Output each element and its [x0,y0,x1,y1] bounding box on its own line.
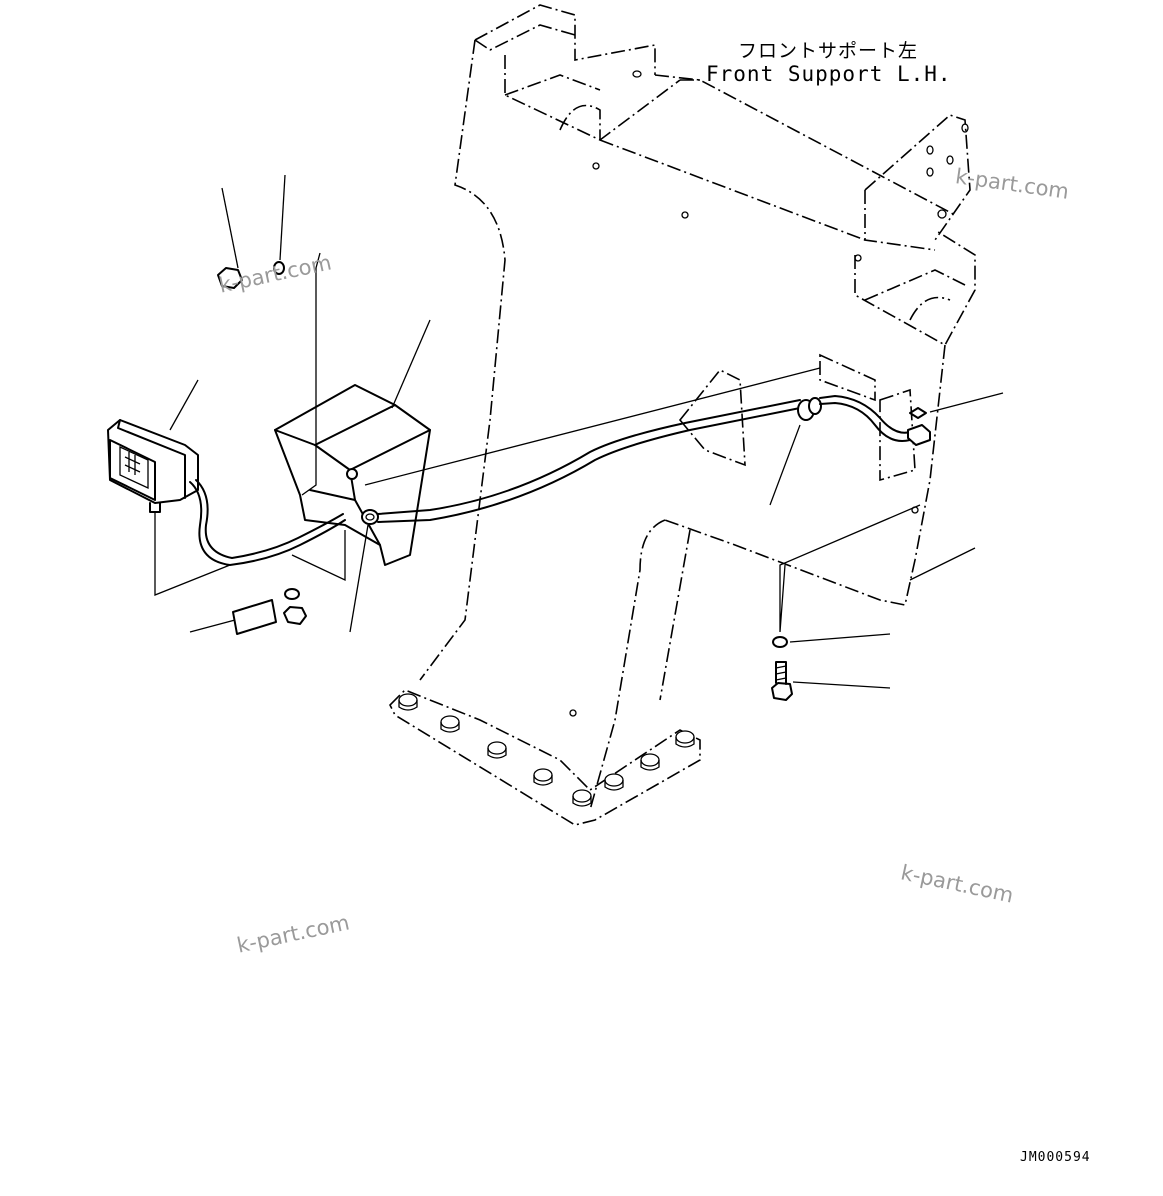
front-support-frame [389,4,976,826]
title-japanese: フロントサポート左 [738,40,919,62]
hardware [217,261,793,701]
wiring-harness [189,395,931,566]
base-plate-bolts [398,693,695,807]
drawing-code: JM000594 [1020,1150,1091,1165]
title-english: Front Support L.H. [706,62,952,86]
lamp-guard [274,384,431,566]
leader-lines [154,174,1004,689]
work-lamp [107,419,199,513]
